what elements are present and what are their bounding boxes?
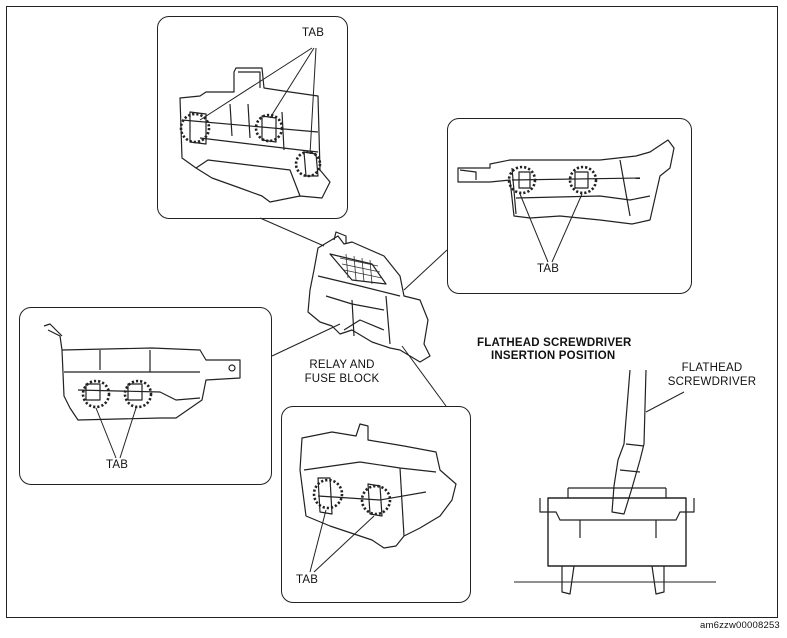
- leader-top: [259, 217, 325, 247]
- screwdriver-insertion-detail: [514, 369, 716, 595]
- insertion-heading-line2: INSERTION POSITION: [491, 350, 616, 362]
- tab-label-right: TAB: [537, 263, 560, 275]
- inset-right-view: [447, 118, 692, 294]
- tab-label-left: TAB: [106, 459, 129, 471]
- relay-fuse-block: [307, 231, 431, 363]
- top-inset-housing: [179, 67, 331, 203]
- left-inset-housing: [43, 323, 241, 421]
- inset-bottom-view: [281, 406, 471, 603]
- figure-code: am6zzw00008253: [700, 620, 780, 631]
- diagram-frame: [6, 6, 778, 618]
- screwdriver-label-line2: SCREWDRIVER: [667, 376, 757, 388]
- insertion-heading-line1: FLATHEAD SCREWDRIVER: [477, 337, 632, 349]
- leader-screwdriver: [645, 391, 685, 413]
- leader-left: [271, 323, 341, 357]
- relay-fuse-block-label: RELAY AND FUSE BLOCK: [300, 359, 384, 385]
- relay-label-line1: RELAY AND: [309, 359, 375, 371]
- right-inset-housing: [457, 139, 675, 225]
- relay-label-line2: FUSE BLOCK: [304, 373, 380, 385]
- bottom-inset-housing: [299, 423, 457, 549]
- inset-left-view: [19, 307, 272, 485]
- screwdriver-label-line1: FLATHEAD: [681, 362, 743, 374]
- leader-bottom: [401, 345, 447, 407]
- leader-right: [403, 249, 448, 291]
- tab-label-bottom: TAB: [296, 574, 319, 586]
- tab-label-top: TAB: [302, 27, 325, 39]
- insertion-position-heading: FLATHEAD SCREWDRIVER INSERTION POSITION: [477, 337, 632, 363]
- screwdriver-label: FLATHEAD SCREWDRIVER: [660, 361, 764, 389]
